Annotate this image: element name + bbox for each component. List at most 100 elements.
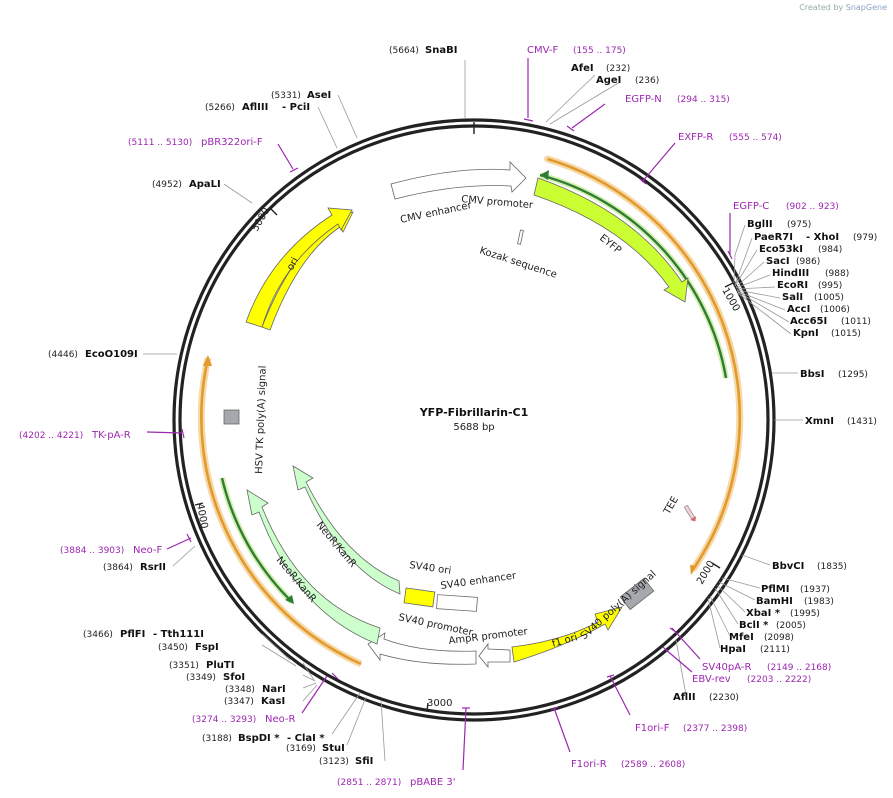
site-position: (1431) [847,417,877,427]
site-name: AfeI [571,63,594,74]
site-name: PluTI [206,660,234,671]
features [223,161,697,669]
site-name: KasI [261,696,285,707]
site-name: EcoRI [777,280,808,291]
site-name: BbsI [800,369,824,380]
site-name: ApaLI [189,179,221,190]
primer-name: SV40pA-R [702,662,751,673]
site-name: FspI [195,642,219,653]
primer-name: pBABE 3' [410,777,456,788]
site-position: (1006) [820,305,850,315]
site-name: AgeI [596,75,621,86]
orf-bands [197,155,744,668]
site-name: HindIII [772,268,809,279]
primer-range: (294 .. 315) [677,95,730,105]
site-name: RsrII [140,562,166,573]
primer-range: (2149 .. 2168) [767,663,831,673]
site-name: BspDI * [238,733,280,744]
site-name: - PciI [282,102,310,113]
primer-markers [146,58,733,771]
site-name: HpaI [720,644,746,655]
site-position: (988) [825,269,849,279]
primers: CMV-F (155 .. 175) EGFP-N (294 .. 315) E… [19,45,839,788]
plasmid-name: YFP-Fibrillarin-C1 [419,406,529,419]
feature-label: SV40 enhancer [440,570,518,592]
site-position: (1835) [817,562,847,572]
site-position: (986) [796,257,820,267]
site-position: (975) [787,220,811,230]
site-name: AseI [307,90,331,101]
site-position: (1995) [790,609,820,619]
site-position: (984) [818,245,842,255]
primer-range: (2589 .. 2608) [621,760,685,770]
site-position: (995) [818,281,842,291]
primer-name: Neo-R [265,714,296,725]
restriction-sites: (5664) SnaBI AfeI (232) AgeI (236) BglII… [48,45,877,767]
site-position: (3466) [83,630,113,640]
site-position: (979) [853,233,877,243]
site-name: KpnI [793,328,819,339]
tick-label: 4000 [194,503,209,530]
site-name: AccI [787,304,810,315]
site-position: (5331) [271,91,301,101]
tick-label: 3000 [427,698,452,709]
site-position: (3450) [158,643,188,653]
feature-label: Kozak sequence [478,245,558,280]
feature-label: SV40 poly(A) signal [579,569,659,643]
primer-name: EGFP-N [625,94,662,105]
tick-marks [194,122,734,712]
primer-range: (3884 .. 3903) [60,546,124,556]
primer-name: CMV-F [527,45,558,56]
site-name: XbaI * [746,608,781,619]
site-name: BbvCI [772,561,804,572]
site-name: PflMI [761,584,789,595]
site-position: (3169) [286,744,316,754]
primer-name: TK-pA-R [91,430,131,441]
site-position: (232) [606,64,630,74]
site-position: (5266) [205,103,235,113]
primer-range: (555 .. 574) [729,133,782,143]
feature-label: HSV TK poly(A) signal [254,365,269,474]
site-position: (3349) [186,673,216,683]
primer-name: F1ori-R [571,759,607,770]
site-name: XmnI [805,416,834,427]
feature-label: SV40 ori [409,560,452,577]
site-position: (1011) [841,317,871,327]
primer-name: EBV-rev [692,674,731,685]
site-position: (4952) [152,180,182,190]
site-position: (3864) [103,563,133,573]
site-name: AflII [673,692,696,703]
site-position: (5664) [389,46,419,56]
site-name: NarI [262,684,286,695]
snapgene-logo: SnapGene [845,3,887,12]
primer-range: (2851 .. 2871) [337,778,401,788]
site-position: (2230) [709,693,739,703]
site-name: EcoO109I [85,349,138,360]
site-name: SalI [782,292,803,303]
primer-name: EXFP-R [678,132,713,143]
site-name: BglII [747,219,773,230]
primer-name: pBR322ori-F [201,137,263,148]
feature-label: SV40 promoter [397,612,474,639]
site-position: (2111) [760,645,790,655]
site-name: SacI [766,256,790,267]
primer-range: (4202 .. 4221) [19,431,83,441]
site-position: (3348) [225,685,255,695]
primer-range: (2377 .. 2398) [683,724,747,734]
site-position: (2098) [764,633,794,643]
feature-label: NeoR/KanR [274,555,318,605]
site-name: StuI [322,743,345,754]
site-position: (4446) [48,350,78,360]
site-position: (3351) [169,661,199,671]
site-position: (1983) [804,597,834,607]
site-name: Acc65I [790,316,827,327]
site-name: - Tth111I [153,629,204,640]
feature-label: f1 ori [551,632,579,650]
primer-range: (2203 .. 2222) [747,675,811,685]
site-name: MfeI [729,632,754,643]
site-position: (1005) [814,293,844,303]
site-name: AflIII [242,102,268,113]
primer-name: EGFP-C [733,201,769,212]
site-name: SfiI [355,756,373,767]
